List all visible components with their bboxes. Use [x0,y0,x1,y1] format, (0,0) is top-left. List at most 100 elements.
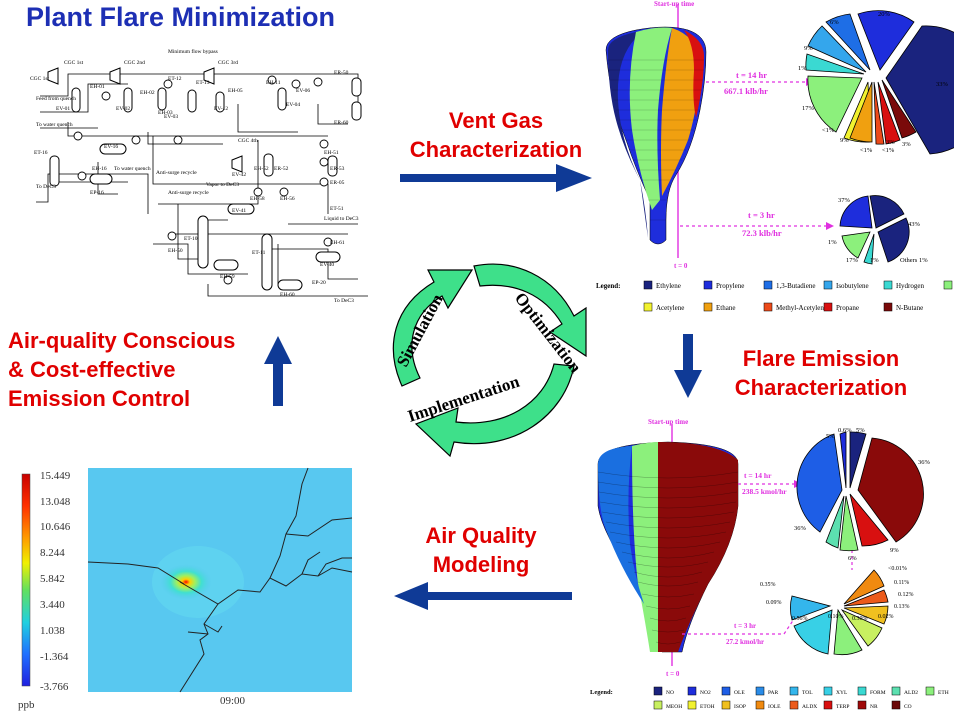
unit-label: EH-60 [280,292,295,298]
emission-pie-t14 [796,431,924,552]
legend-swatch [823,686,833,696]
pie-pct-label: 0.12% [898,592,914,598]
vent-gas-plot: Start-up time t = 0 t = 14 hr 667.1 klb/… [596,0,954,312]
unit-label: ER-52 [274,166,289,172]
air-quality-map: 15.449 13.048 10.646 8.244 5.842 3.440 1… [18,467,353,711]
legend-label: ALD2 [904,690,918,696]
legend-label: Hydrogen [896,282,924,290]
process-flow-diagram: Minimum flow bypass CGC 1st CGC 1st CGC … [30,48,368,304]
label-line: Air Quality [425,523,537,548]
left-arrow-icon [394,582,572,610]
legend-label: PAR [768,690,779,696]
label-line: Emission Control [8,386,191,411]
pie-pct-label: 0.56% [792,616,808,622]
unit-label: EH-61 [330,240,345,246]
scale-label: -1.364 [40,651,69,663]
legend-swatch [687,686,697,696]
legend-label: FORM [870,690,886,696]
unit-label: EV-03 [164,114,178,120]
scale-label: 13.048 [40,496,71,508]
pie-pct-label: 37% [838,197,851,204]
t3-rate-label: 72.3 klb/hr [742,228,782,238]
legend-title: Legend: [590,689,613,696]
t14-label: t = 14 hr [744,471,772,480]
pie-slice [841,231,871,259]
legend-label: Isobutylene [836,282,869,290]
pie-pct-label: 0.35% [760,582,776,588]
legend-swatch [857,700,867,710]
cycle-arrow-implementation [414,363,575,458]
legend-swatch [857,686,867,696]
t3-rate-label: 27.2 kmol/hr [726,638,764,646]
pie-slice [790,595,832,621]
legend-label: Ethylene [656,282,681,290]
legend-label: IOLE [768,704,781,710]
pie-slice [857,437,924,543]
t3-label: t = 3 hr [748,210,775,220]
legend-swatch [643,280,653,290]
unit-label: EH-52 [254,166,269,172]
unit-label: EV-41 [232,208,246,214]
pie-pct-label: 43% [908,221,921,228]
label-line: Modeling [432,552,530,577]
unit-label: EV-42 [232,172,246,178]
pie-pct-label: 9% [804,45,813,52]
unit-label: EH-56 [280,196,295,202]
legend-label: N-Butane [896,304,923,312]
unit-label: EH-11 [266,80,281,86]
down-arrow-icon [674,334,702,398]
unit-label: EV-06 [296,88,310,94]
pie-pct-label: <1% [882,147,895,154]
pie-pct-label: <1% [860,147,873,154]
unit-label: ER-53 [330,166,345,172]
pie-pct-label: 9% [840,137,849,144]
legend-label: Methyl-Acetylene [776,304,827,312]
flow-label: Vapor to DeC3 [206,182,239,188]
color-scale-bar [21,473,31,687]
pie-slice [869,195,905,229]
pie-pct-label: 0.02% [878,614,894,620]
legend-label: 1,3-Butadiene [776,282,815,290]
t3-label: t = 3 hr [734,622,756,630]
pie-pct-label: 1% [828,239,837,246]
unit-label: ET-10 [184,236,198,242]
unit-label: ET-13 [196,80,210,86]
unit-label: ER-05 [330,180,345,186]
vent-3d-shape [605,26,707,245]
scale-label: 3.440 [40,599,65,611]
flare-emission-plot: Start-up time t = 0 t = 14 hr 238.5 kmol… [590,418,949,710]
unit-label: EV-16 [104,144,118,150]
pie-pct-label: 0.10% [828,614,844,620]
pie-pct-label: 17% [802,105,815,112]
legend-swatch [643,302,653,312]
pie-slice [857,10,915,71]
unit-label: ET-51 [330,206,344,212]
unit-label: ER-50 [334,70,349,76]
unit-label: EH-50 [168,248,183,254]
unit-label: EH-59 [220,274,235,280]
legend-label: MEOH [666,704,682,710]
pie-pct-label: 36% [794,525,807,532]
label-line: Characterization [409,137,583,162]
legend-swatch [687,700,697,710]
up-arrow-icon [264,336,292,406]
pie-pct-label: 3% [902,141,911,148]
pie-slice [839,431,847,489]
page-title: Plant Flare Minimization [26,2,336,32]
legend-swatch [823,700,833,710]
legend-label: XYL [836,690,848,696]
t14-rate-label: 667.1 klb/hr [724,86,768,96]
t14-rate-label: 238.5 kmol/hr [742,487,787,496]
cycle-arrow-optimization [473,263,587,358]
unit-label: EV-12 [214,106,228,112]
pie-pct-label: 36% [918,459,931,466]
pie-pct-label: 3% [886,139,895,146]
cycle-arrow-simulation [392,269,474,387]
unit-label: EP-16 [90,190,104,196]
pie-slice [805,53,865,75]
start-up-label: Start-up time [654,0,694,8]
pie-slice [796,433,843,533]
scale-label: 10.646 [40,521,71,533]
legend-swatch [721,700,731,710]
unit-label: CGC 3rd [218,60,238,66]
